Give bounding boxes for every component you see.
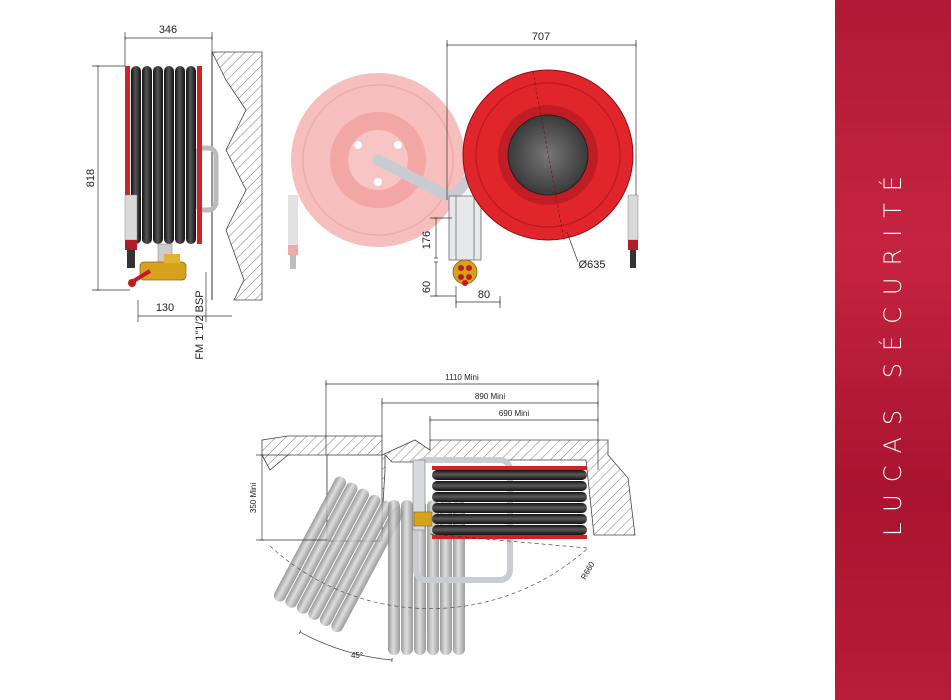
wall-hatch: [211, 51, 263, 301]
dim-45deg: 45°: [351, 651, 363, 660]
dim-80: 80: [478, 289, 490, 301]
dim-818: 818: [85, 169, 97, 187]
technical-drawing: 346 818 130 FM 1"1/2 BSP: [85, 24, 639, 663]
dim-350: 350 Mini: [249, 483, 258, 513]
brass-valve-top: [413, 511, 433, 527]
ghost-reel: [288, 73, 465, 269]
arm-support: [448, 195, 482, 261]
hose-coil-side: [131, 66, 196, 244]
side-view: 346 818 130 FM 1"1/2 BSP: [85, 24, 263, 360]
dims-top: 1110 Mini 890 Mini 690 Mini 350 Mini: [249, 373, 599, 541]
front-view: 707 Ø635 176 60 80: [288, 31, 639, 308]
top-view: R660 45° 1110 Mini 890 Mini 690 Mini 350…: [249, 373, 636, 663]
main-reel: [462, 69, 634, 241]
dim-130: 130: [156, 302, 174, 314]
hose-coil-top: [432, 470, 587, 535]
swing-arc: [269, 545, 589, 609]
reel-hub-disc: [507, 114, 589, 196]
dim-fm-bsp: FM 1"1/2 BSP: [194, 290, 206, 359]
dim-176: 176: [421, 231, 433, 249]
dim-diameter: Ø635: [579, 259, 606, 271]
dim-r660: R660: [579, 560, 597, 582]
dim-690: 690 Mini: [499, 409, 529, 418]
reel-flange-left: [125, 66, 130, 244]
reel-flange-right: [197, 66, 202, 244]
dim-707: 707: [532, 31, 550, 43]
dim-60: 60: [421, 281, 433, 293]
dims-front: 707 Ø635 176 60 80: [421, 31, 637, 308]
dims-side: 346 818 130 FM 1"1/2 BSP: [85, 24, 232, 360]
brand-band: LUCAS SÉCURITÉ: [835, 0, 951, 700]
ghost-coil-1: [273, 476, 404, 633]
brass-valve-front: [452, 259, 478, 286]
dim-346: 346: [159, 24, 177, 36]
hose-nozzle-front: [627, 194, 639, 241]
dim-890: 890 Mini: [475, 392, 505, 401]
dim-1110: 1110 Mini: [445, 373, 479, 382]
brand-title: LUCAS SÉCURITÉ: [879, 163, 907, 537]
brass-valve-side: [128, 254, 187, 287]
hose-nozzle-side: [124, 194, 138, 241]
